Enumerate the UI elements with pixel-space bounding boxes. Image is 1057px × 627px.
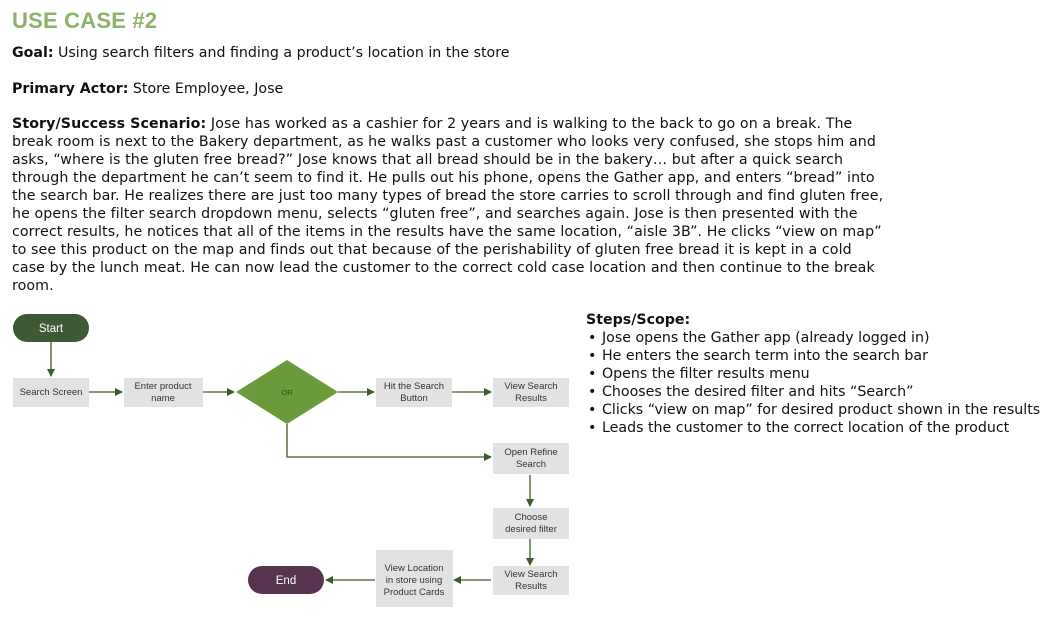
node-choose-filter-line2: desired filter [505,524,557,535]
primary-actor-text: Store Employee, Jose [132,81,284,97]
arrow-decision-to-refine [286,424,492,461]
node-start: Start [13,314,89,342]
node-view-location-line2: in store using [386,575,443,586]
node-view-location-line3: Product Cards [384,587,445,598]
step-text: Jose opens the Gather app (already logge… [602,330,930,346]
node-view-location-line1: View Location [385,563,444,574]
step-item: • Leads the customer to the correct locat… [586,419,1056,437]
steps-title: Steps/Scope: [586,312,691,328]
bullet-icon: • [588,330,597,346]
story-label: Story/Success Scenario: [12,116,207,132]
step-text: Leads the customer to the correct locati… [602,420,1010,436]
node-view-results-line2: Results [515,393,547,404]
node-start-label: Start [39,323,64,335]
node-enter-product: Enter product name [124,378,203,407]
node-hit-search-line1: Hit the Search [384,381,444,392]
node-enter-product-line2: name [151,393,175,404]
step-text: Clicks “view on map” for desired product… [602,402,1041,418]
node-open-refine: Open Refine Search [493,443,569,474]
step-item: • Opens the filter results menu [586,365,1056,383]
flowchart-connectors [47,342,534,584]
story-paragraph: Story/Success Scenario: Jose has worked … [12,115,884,295]
step-text: Chooses the desired filter and hits “Sea… [602,384,914,400]
steps-scope: Steps/Scope: • Jose opens the Gather app … [586,311,1056,437]
node-hit-search: Hit the Search Button [376,378,452,407]
node-decision: OR [236,360,338,424]
bullet-icon: • [588,420,597,436]
node-view-results: View Search Results [493,378,569,407]
steps-list: • Jose opens the Gather app (already logg… [586,329,1056,437]
node-choose-filter-line1: Choose [515,512,548,523]
node-view-results-line1: View Search [504,381,557,392]
node-end: End [248,566,324,594]
step-text: He enters the search term into the searc… [602,348,928,364]
bullet-icon: • [588,366,597,382]
node-hit-search-line2: Button [400,393,427,404]
bullet-icon: • [588,402,597,418]
primary-actor-paragraph: Primary Actor: Store Employee, Jose [12,80,892,98]
goal-label: Goal: [12,45,54,61]
page-title: USE CASE #2 [12,8,158,33]
node-open-refine-line2: Search [516,459,546,470]
bullet-icon: • [588,384,597,400]
goal-text: Using search filters and finding a produ… [58,45,510,61]
node-open-refine-line1: Open Refine [504,447,557,458]
primary-actor-label: Primary Actor: [12,81,129,97]
step-item: • Chooses the desired filter and hits “Se… [586,383,1056,401]
bullet-icon: • [588,348,597,364]
goal-paragraph: Goal: Using search filters and finding a… [12,44,892,62]
node-search-screen: Search Screen [13,378,89,407]
node-view-location: View Location in store using Product Car… [376,550,453,607]
node-view-results-2: View Search Results [493,566,569,595]
story-text: Jose has worked as a cashier for 2 years… [12,116,884,294]
step-item: • Clicks “view on map” for desired produc… [586,401,1056,419]
step-item: • Jose opens the Gather app (already logg… [586,329,1056,347]
node-enter-product-line1: Enter product [134,381,191,392]
node-view-results-2-line2: Results [515,581,547,592]
flowchart: Start Search Screen Enter product name O… [13,314,569,607]
node-choose-filter: Choose desired filter [493,508,569,539]
node-decision-label: OR [281,388,293,397]
node-search-screen-label: Search Screen [20,387,83,398]
node-end-label: End [276,575,296,587]
node-view-results-2-line1: View Search [504,569,557,580]
step-item: • He enters the search term into the sear… [586,347,1056,365]
step-text: Opens the filter results menu [602,366,810,382]
